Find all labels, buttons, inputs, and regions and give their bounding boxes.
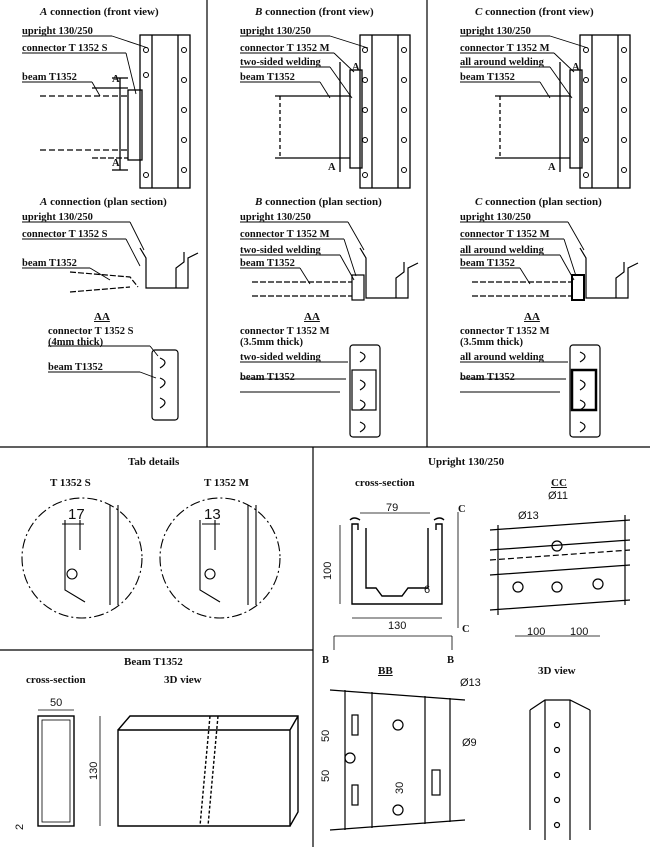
tab-m-label: T 1352 M [204,477,250,489]
upright-title: Upright 130/250 [428,456,505,468]
beam-title: Beam T1352 [124,656,183,668]
c-plan-weld-label: all around welding [460,245,544,256]
upright-cc-view [489,515,631,637]
c-plan-beam-label: beam T1352 [460,258,515,269]
b-plan-beam-label: beam T1352 [240,258,295,269]
upright-front-b [275,34,411,189]
a-plan-title: A connection (plan section) [40,196,167,208]
c-front-title: C connection (front view) [475,6,594,18]
tab-s-label: T 1352 S [50,477,91,489]
upright-dim-100: 100 [322,561,334,580]
b-plan-title: B connection (plan section) [255,196,382,208]
upright-bb-dim-30: 30 [394,781,406,794]
section-marker-c-top: A [572,62,580,73]
section-marker-b-top: A [352,62,360,73]
b-front-connector-label: connector T 1352 M [240,43,330,54]
c-front-weld-label: all around welding [460,57,544,68]
a-aa-beam-label: beam T1352 [48,362,103,373]
c-plan-connector-label: connector T 1352 M [460,229,550,240]
upright-bb-view [329,689,466,831]
a-plan-connector-label: connector T 1352 S [22,229,108,240]
upright-cross-section-label: cross-section [355,477,415,489]
c-aa-beam-label: beam T1352 [460,372,515,383]
section-marker-b-bottom: A [328,162,336,173]
tab-details-title: Tab details [128,456,180,468]
b-aa-beam-label: beam T1352 [240,372,295,383]
section-marker-c2: C [462,624,470,635]
section-marker-b2: B [447,655,455,666]
c-front-upright-label: upright 130/250 [460,26,531,37]
upright-dim-130: 130 [388,620,407,632]
b-plan-connector-label: connector T 1352 M [240,229,330,240]
c-front-beam-label: beam T1352 [460,72,515,83]
upright-hole-o11: Ø11 [548,490,568,502]
upright-front-a [40,34,191,189]
upright-cross-section [333,512,459,650]
a-aa-title: AA [94,311,110,323]
a-plan-beam-label: beam T1352 [22,258,77,269]
beam-3d-label: 3D view [164,674,202,686]
upright-hole-o13: Ø13 [518,510,539,522]
upright-dim-79: 79 [386,502,399,514]
b-front-upright-label: upright 130/250 [240,26,311,37]
b-aa-title: AA [304,311,320,323]
a-front-title: A connection (front view) [40,6,159,18]
b-plan-upright-label: upright 130/250 [240,212,311,223]
upright-cc-dim-100a: 100 [527,626,546,638]
upright-3d-label: 3D view [538,665,576,677]
b-aa-thick-label: (3.5mm thick) [240,337,303,348]
upright-holes [143,47,627,178]
aa-section-drawings [151,344,601,438]
upright-bb-o9: Ø9 [462,737,477,749]
a-front-connector-label: connector T 1352 S [22,43,108,54]
beam-dim-2: 2 [14,823,26,830]
b-front-beam-label: beam T1352 [240,72,295,83]
leader-lines [22,221,585,285]
upright-3d-view [529,699,591,840]
beam-dim-130: 130 [88,761,100,780]
section-marker-b1: B [322,655,330,666]
section-marker-c-bottom: A [548,162,556,173]
a-aa-thick-label: (4mm thick) [48,337,104,348]
front-view-drawings [40,34,631,189]
section-marker-a-top: A [112,74,120,85]
upright-bb-label: BB [378,665,393,677]
a-plan-upright-label: upright 130/250 [22,212,93,223]
beam-drawings [37,709,299,827]
beam-cross-section-label: cross-section [26,674,86,686]
upright-cc-dim-100b: 100 [570,626,589,638]
section-marker-a-bottom: A [112,158,120,169]
a-aa-connector-label: connector T 1352 S [48,326,134,337]
upright-bb-dim-50b: 50 [320,769,332,782]
upright-bb-o13: Ø13 [460,677,481,689]
b-aa-connector-label: connector T 1352 M [240,326,330,337]
b-front-title: B connection (front view) [255,6,374,18]
tab-s-dimension: 17 [68,506,85,523]
c-aa-weld-label: all around welding [460,352,544,363]
b-front-weld-label: two-sided welding [240,57,321,68]
leader-lines [22,35,589,99]
tab-detail-drawings [21,497,281,619]
c-aa-thick-label: (3.5mm thick) [460,337,523,348]
a-front-upright-label: upright 130/250 [22,26,93,37]
upright-cc-label: CC [551,477,567,489]
c-plan-upright-label: upright 130/250 [460,212,531,223]
a-front-beam-label: beam T1352 [22,72,77,83]
upright-bb-dim-50a: 50 [320,729,332,742]
c-front-connector-label: connector T 1352 M [460,43,550,54]
b-aa-weld-label: two-sided welding [240,352,321,363]
plan-section-drawings [69,247,639,301]
c-aa-title: AA [524,311,540,323]
beam-dim-50: 50 [50,697,63,709]
upright-dim-6: 6 [424,584,431,596]
section-marker-c1: C [458,504,466,515]
b-plan-weld-label: two-sided welding [240,245,321,256]
leader-lines [48,345,568,393]
c-aa-connector-label: connector T 1352 M [460,326,550,337]
c-plan-title: C connection (plan section) [475,196,602,208]
tab-m-dimension: 13 [204,506,221,523]
